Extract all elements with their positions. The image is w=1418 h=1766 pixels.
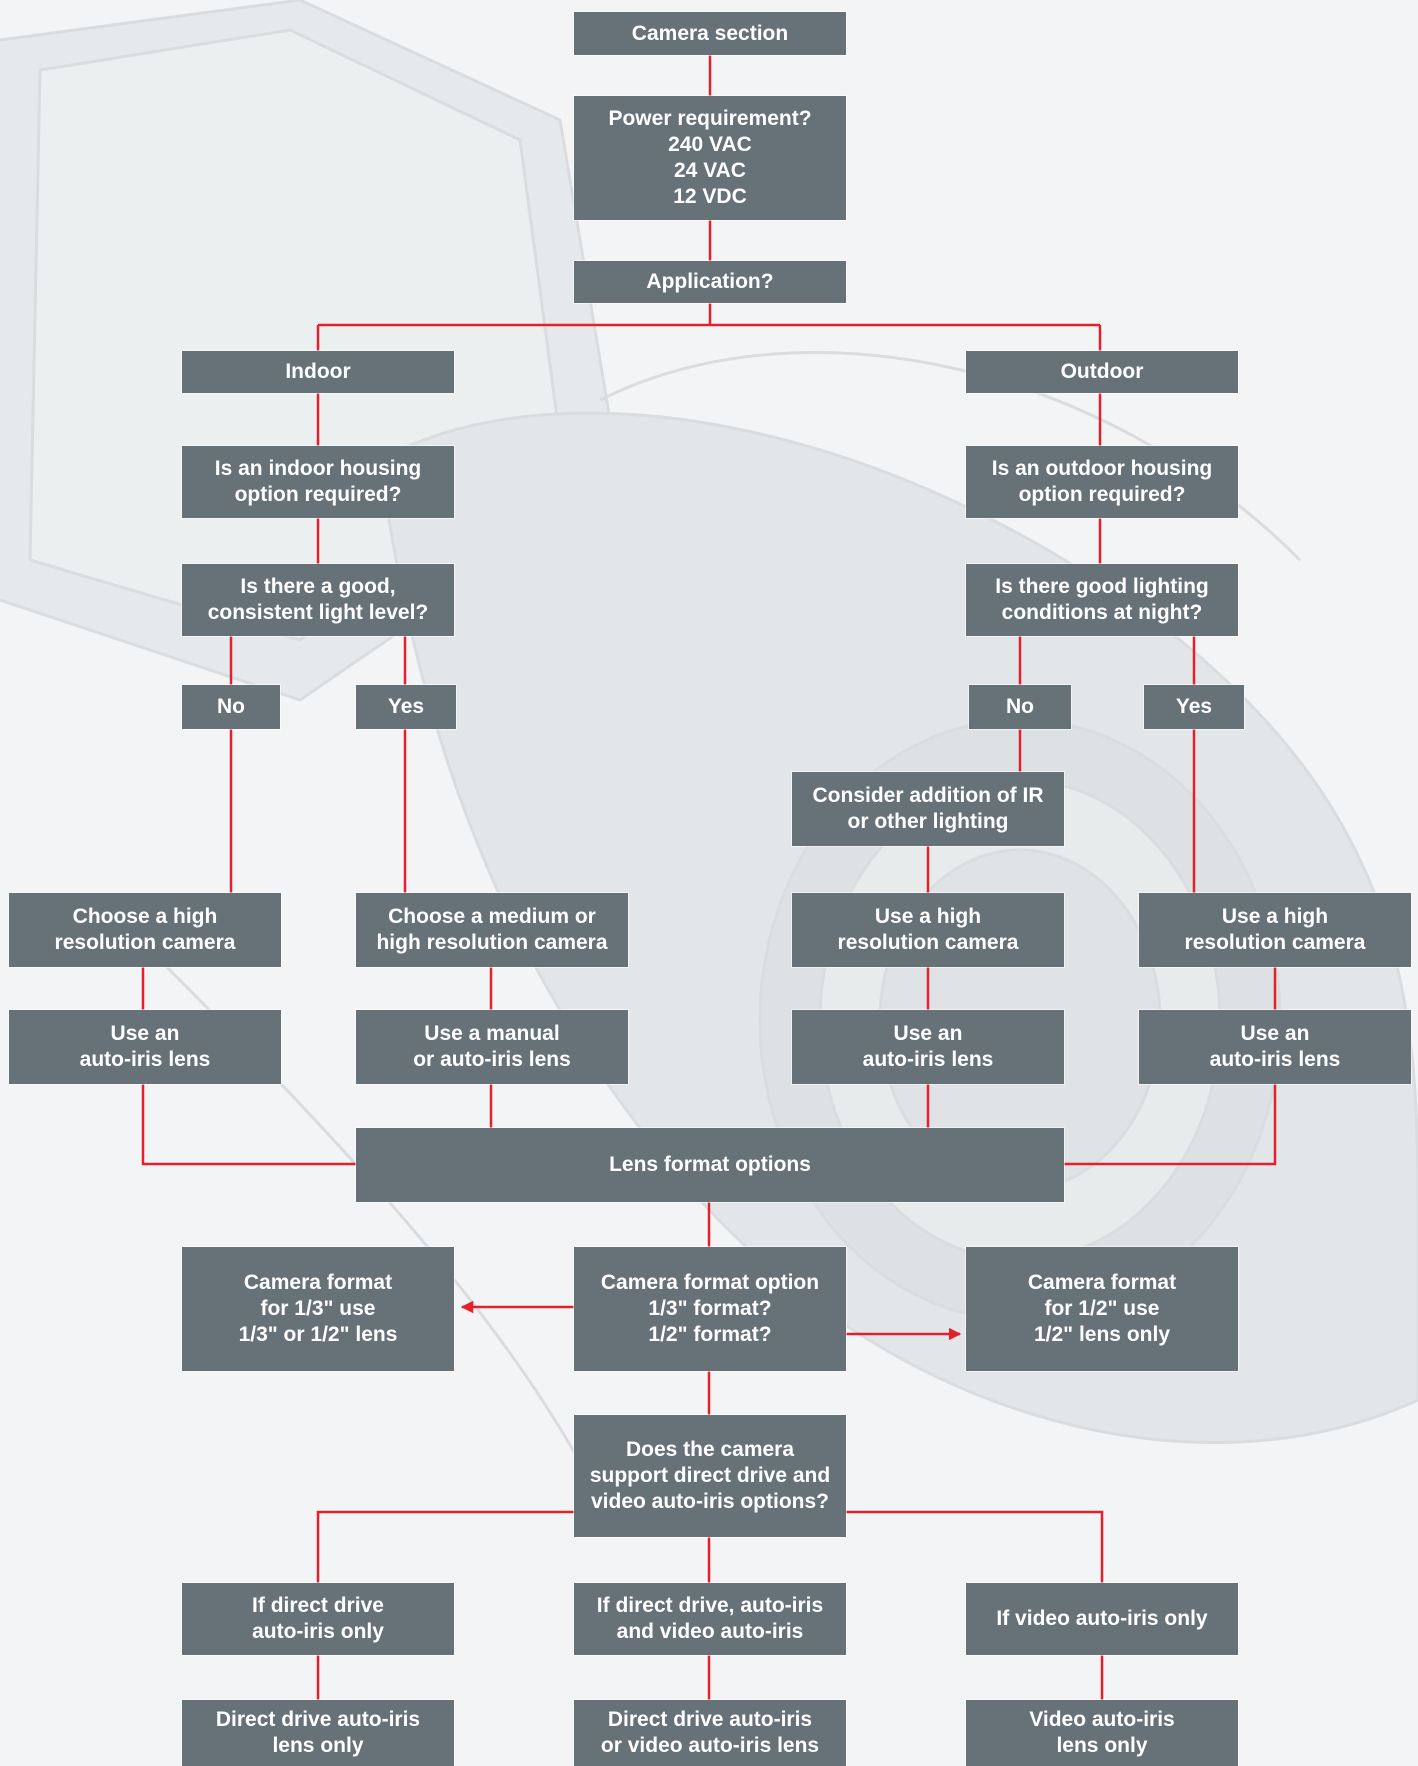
lens-format-options-box: Lens format options: [355, 1127, 1065, 1203]
auto-iris-lens-box-1: Use an auto-iris lens: [8, 1009, 282, 1085]
indoor-housing-box: Is an indoor housing option required?: [181, 445, 455, 519]
indoor-no-label: No: [217, 695, 245, 718]
consider-ir-box: Consider addition of IR or other lightin…: [791, 771, 1065, 847]
auto-iris-lens-box-2: Use an auto-iris lens: [791, 1009, 1065, 1085]
outdoor-no-label: No: [1006, 695, 1034, 718]
choose-high-resolution-label: Choose a high resolution camera: [54, 905, 236, 954]
if-direct-drive-only-label: If direct drive auto-iris only: [252, 1594, 384, 1643]
camera-format-half-box: Camera format for 1/2" use 1/2" lens onl…: [965, 1246, 1239, 1372]
outdoor-no-box: No: [968, 684, 1072, 730]
result-direct-drive-box: Direct drive auto-iris lens only: [181, 1699, 455, 1766]
camera-format-option-label: Camera format option 1/3" format? 1/2" f…: [600, 1271, 820, 1346]
indoor-label: Indoor: [285, 360, 351, 383]
use-high-resolution-label-1: Use a high resolution camera: [837, 905, 1019, 954]
direct-drive-question-box: Does the camera support direct drive and…: [573, 1414, 847, 1538]
if-direct-and-video-label: If direct drive, auto-iris and video aut…: [596, 1594, 824, 1643]
use-high-resolution-label-2: Use a high resolution camera: [1184, 905, 1366, 954]
outdoor-label: Outdoor: [1060, 360, 1144, 383]
camera-section-label: Camera section: [631, 21, 789, 45]
result-direct-drive-label: Direct drive auto-iris lens only: [215, 1708, 421, 1757]
power-requirement-label: Power requirement? 240 VAC 24 VAC 12 VDC: [608, 107, 812, 208]
if-direct-drive-only-box: If direct drive auto-iris only: [181, 1582, 455, 1656]
choose-medium-resolution-box: Choose a medium or high resolution camer…: [355, 892, 629, 968]
indoor-no-box: No: [181, 684, 281, 730]
outdoor-night-lighting-label: Is there good lighting conditions at nig…: [995, 575, 1209, 624]
auto-iris-lens-label-2: Use an auto-iris lens: [862, 1022, 994, 1071]
use-high-resolution-box-2: Use a high resolution camera: [1138, 892, 1412, 968]
manual-or-auto-iris-lens-box: Use a manual or auto-iris lens: [355, 1009, 629, 1085]
result-video-box: Video auto-iris lens only: [965, 1699, 1239, 1766]
outdoor-night-lighting-box: Is there good lighting conditions at nig…: [965, 563, 1239, 637]
if-video-only-box: If video auto-iris only: [965, 1582, 1239, 1656]
application-box: Application?: [573, 260, 847, 304]
indoor-yes-box: Yes: [355, 684, 457, 730]
power-requirement-box: Power requirement? 240 VAC 24 VAC 12 VDC: [573, 95, 847, 221]
direct-drive-question-label: Does the camera support direct drive and…: [589, 1438, 831, 1513]
camera-format-third-box: Camera format for 1/3" use 1/3" or 1/2" …: [181, 1246, 455, 1372]
result-video-label: Video auto-iris lens only: [1029, 1708, 1175, 1757]
choose-high-resolution-box: Choose a high resolution camera: [8, 892, 282, 968]
outdoor-housing-box: Is an outdoor housing option required?: [965, 445, 1239, 519]
manual-or-auto-iris-lens-label: Use a manual or auto-iris lens: [413, 1022, 571, 1071]
lens-format-options-label: Lens format options: [609, 1153, 811, 1176]
indoor-housing-label: Is an indoor housing option required?: [214, 457, 422, 506]
outdoor-housing-label: Is an outdoor housing option required?: [991, 457, 1213, 506]
use-high-resolution-box-1: Use a high resolution camera: [791, 892, 1065, 968]
consider-ir-label: Consider addition of IR or other lightin…: [812, 784, 1044, 833]
choose-medium-resolution-label: Choose a medium or high resolution camer…: [376, 905, 608, 954]
camera-format-third-label: Camera format for 1/3" use 1/3" or 1/2" …: [238, 1271, 398, 1346]
outdoor-yes-label: Yes: [1175, 695, 1213, 718]
result-direct-or-video-box: Direct drive auto-iris or video auto-iri…: [573, 1699, 847, 1766]
auto-iris-lens-box-3: Use an auto-iris lens: [1138, 1009, 1412, 1085]
application-label: Application?: [646, 270, 774, 293]
camera-format-half-label: Camera format for 1/2" use 1/2" lens onl…: [1027, 1271, 1177, 1346]
auto-iris-lens-label-3: Use an auto-iris lens: [1209, 1022, 1341, 1071]
result-direct-or-video-label: Direct drive auto-iris or video auto-iri…: [600, 1708, 820, 1757]
indoor-light-level-box: Is there a good, consistent light level?: [181, 563, 455, 637]
camera-section-box: Camera section: [573, 11, 847, 56]
if-video-only-label: If video auto-iris only: [996, 1607, 1208, 1630]
outdoor-box: Outdoor: [965, 350, 1239, 394]
outdoor-yes-box: Yes: [1143, 684, 1245, 730]
camera-format-option-box: Camera format option 1/3" format? 1/2" f…: [573, 1246, 847, 1372]
indoor-yes-label: Yes: [387, 695, 425, 718]
auto-iris-lens-label-1: Use an auto-iris lens: [79, 1022, 211, 1071]
indoor-box: Indoor: [181, 350, 455, 394]
indoor-light-level-label: Is there a good, consistent light level?: [207, 575, 429, 624]
if-direct-and-video-box: If direct drive, auto-iris and video aut…: [573, 1582, 847, 1656]
